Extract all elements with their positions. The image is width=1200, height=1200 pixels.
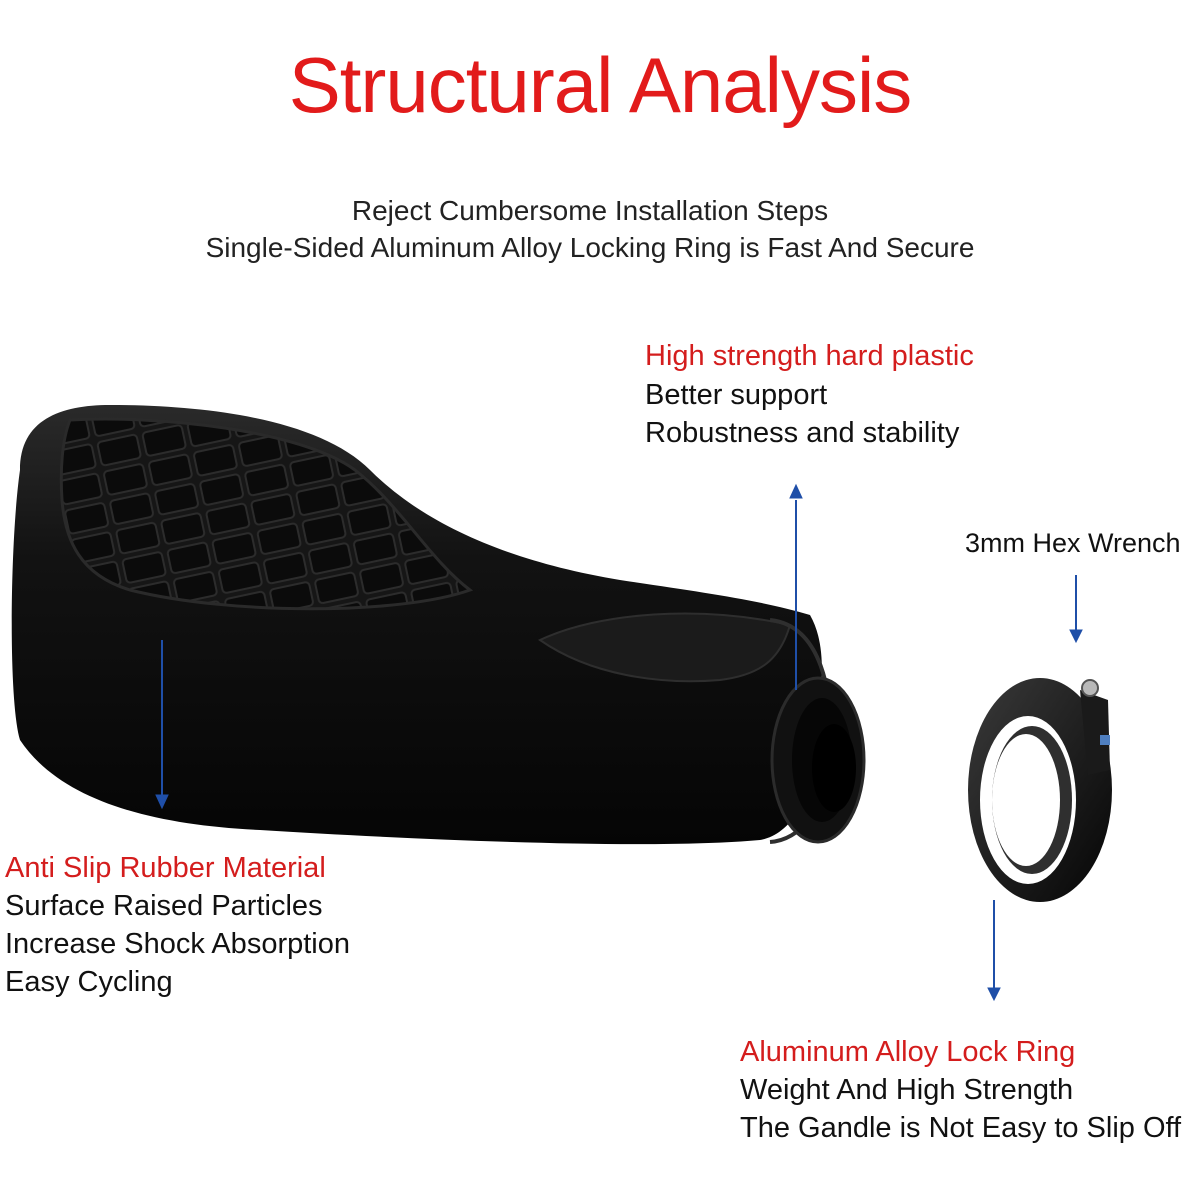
callout-ring-line-2: The Gandle is Not Easy to Slip Off [740,1112,1182,1144]
subtitle-line-1: Reject Cumbersome Installation Steps [351,195,829,226]
callout-plastic-line-2: Robustness and stability [645,417,960,449]
arrow-ring [987,900,1001,1002]
arrow-plastic [789,483,803,690]
page-title: Structural Analysis [288,41,913,129]
callout-ring-heading: Aluminum Alloy Lock Ring [740,1036,1076,1068]
lock-ring [968,678,1112,902]
callout-plastic-line-1: Better support [645,379,828,411]
grip-inner-tube [770,676,866,844]
callout-rubber-line-2: Increase Shock Absorption [5,928,350,960]
callout-rubber-line-1: Surface Raised Particles [5,890,323,922]
callout-plastic-heading: High strength hard plastic [645,340,974,372]
callout-wrench-heading: 3mm Hex Wrench [965,528,1181,558]
callout-ring-line-1: Weight And High Strength [740,1074,1074,1106]
subtitle-line-2: Single-Sided Aluminum Alloy Locking Ring… [205,232,975,263]
arrow-wrench [1069,575,1083,644]
grip-body [11,405,833,845]
callout-rubber-heading: Anti Slip Rubber Material [5,852,326,884]
arrow-rubber [155,640,169,810]
callout-rubber-line-3: Easy Cycling [5,966,173,998]
